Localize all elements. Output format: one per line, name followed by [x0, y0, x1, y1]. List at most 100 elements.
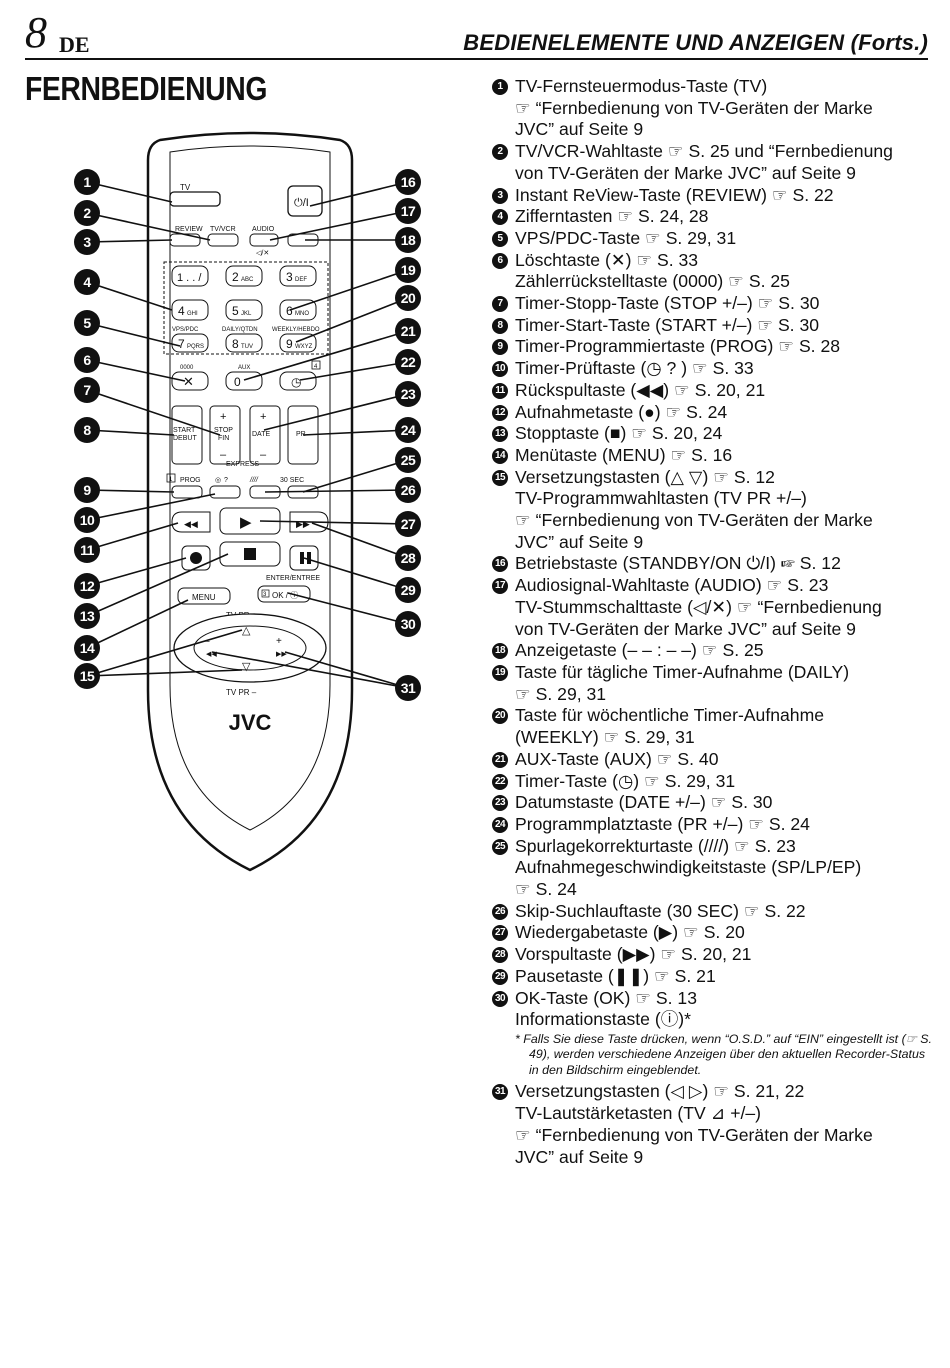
key-7-sub: PQRS: [187, 344, 204, 350]
key-3: 3: [286, 270, 293, 284]
remote-inner: [169, 145, 331, 831]
weekly-label: WEEKLY/HEBDO: [272, 327, 320, 333]
menu-button: [177, 587, 231, 605]
callout-16: 16: [395, 169, 421, 195]
audio-button: [249, 233, 279, 247]
tv-label: TV: [180, 183, 191, 192]
tracking-label: ////: [249, 477, 259, 484]
tvvcr-label: TV/VCR: [210, 226, 236, 233]
ok-label: OK / ⓘ: [272, 591, 298, 600]
legend-line: TV-Lautstärketasten (TV ⊿ +/–): [515, 1103, 762, 1124]
item-number-badge: 4: [492, 209, 508, 226]
item-number-badge: 14: [492, 447, 508, 464]
callout-26: 26: [395, 477, 421, 503]
start-label: START: [173, 427, 196, 434]
item-number-badge: 15: [492, 469, 508, 486]
legend-line: von TV-Geräten der Marke JVC” auf Seite …: [515, 162, 856, 183]
callout-5: 5: [74, 310, 100, 336]
box-3: 3: [263, 592, 267, 598]
legend-line: Timer-Taste (◷) ☞ S. 29, 31: [515, 770, 736, 791]
legend-line: TV-Fernsteuermodus-Taste (TV): [515, 76, 768, 96]
callout-30: 30: [395, 611, 421, 637]
key-1: 1 . . /: [177, 272, 202, 284]
item-number-badge: 29: [492, 968, 508, 985]
item-number-badge: 31: [492, 1084, 508, 1101]
legend-item: 21 AUX-Taste (AUX) ☞ S. 40: [492, 749, 932, 771]
svg-text:–: –: [220, 449, 227, 461]
callout-17: 17: [395, 198, 421, 224]
sec30-label: 30 SEC: [280, 477, 304, 484]
legend-line: OK-Taste (OK) ☞ S. 13: [515, 987, 697, 1008]
legend-line: TV/VCR-Wahltaste ☞ S. 25 und “Fernbedien…: [515, 141, 893, 162]
callout-31: 31: [395, 675, 421, 701]
item-number-badge: 28: [492, 947, 508, 964]
legend-line: Versetzungstasten (△ ▽) ☞ S. 12: [515, 466, 775, 487]
ok-button: [257, 585, 311, 603]
key-3-sub: DEF: [295, 277, 307, 283]
key-9-sub: WXYZ: [295, 344, 313, 350]
item-number-badge: 18: [492, 643, 508, 660]
key-4: 4: [178, 304, 185, 318]
legend-line: Timer-Prüftaste (◷ ? ) ☞ S. 33: [515, 358, 754, 379]
legend-line: AUX-Taste (AUX) ☞ S. 40: [515, 748, 719, 769]
footnote: * Falls Sie diese Taste drücken, wenn “O…: [515, 1031, 932, 1077]
legend-line: ☞ “Fernbedienung von TV-Geräten der Mark…: [515, 97, 873, 118]
legend-line: Zählerrückstelltaste (0000) ☞ S. 25: [515, 271, 790, 292]
legend-line: Informationstaste (ⓘ)*: [515, 1009, 691, 1030]
page-number: 8: [25, 8, 47, 57]
item-number-badge: 9: [492, 339, 508, 356]
item-number-badge: 12: [492, 404, 508, 421]
item-number-badge: 27: [492, 925, 508, 942]
item-number-badge: 22: [492, 773, 508, 790]
callout-18: 18: [395, 227, 421, 253]
mute-label: ◁/✕: [256, 250, 269, 257]
legend-line: Anzeigetaste (– – : – –) ☞ S. 25: [515, 640, 764, 661]
item-number-badge: 30: [492, 990, 508, 1007]
callout-4: 4: [74, 269, 100, 295]
key-4-sub: GHI: [187, 311, 198, 317]
item-number-badge: 26: [492, 903, 508, 920]
timer-key-glyph: ◷: [291, 375, 301, 389]
item-number-badge: 17: [492, 578, 508, 595]
legend-line: Betriebstaste (STANDBY/ON ⏻/I) ☞ S. 12: [515, 553, 841, 574]
cursor-ring: [173, 613, 327, 683]
tv-button: [169, 191, 221, 207]
svg-text:▶▶: ▶▶: [296, 519, 310, 529]
callout-23: 23: [395, 381, 421, 407]
item-number-badge: 21: [492, 751, 508, 768]
legend-line: TV-Stummschalttaste (◁/✕) ☞ “Fernbedienu…: [515, 596, 882, 617]
standby-button: [287, 185, 323, 217]
item-number-badge: 19: [492, 664, 508, 681]
key-5-sub: JKL: [241, 311, 252, 317]
svg-text:–: –: [260, 449, 267, 461]
legend-line: Aufnahmetaste (●) ☞ S. 24: [515, 401, 728, 422]
callout-6: 6: [74, 347, 100, 373]
tvpr-minus-label: TV PR –: [226, 688, 257, 697]
item-number-badge: 23: [492, 795, 508, 812]
item-number-badge: 5: [492, 230, 508, 247]
callout-8: 8: [74, 417, 100, 443]
legend-line: Rückspultaste (◀◀) ☞ S. 20, 21: [515, 379, 766, 400]
svg-text:+: +: [220, 411, 226, 423]
key-2-sub: ABC: [241, 277, 254, 283]
box-4: 4: [314, 364, 318, 370]
svg-text:+: +: [260, 411, 266, 423]
callout-15: 15: [74, 663, 100, 689]
legend-line: Vorspultaste (▶▶) ☞ S. 20, 21: [515, 944, 752, 965]
page-header: 8 DE BEDIENELEMENTE UND ANZEIGEN (Forts.…: [25, 8, 928, 60]
legend-line: Spurlagekorrekturtaste (////) ☞ S. 23: [515, 835, 796, 856]
